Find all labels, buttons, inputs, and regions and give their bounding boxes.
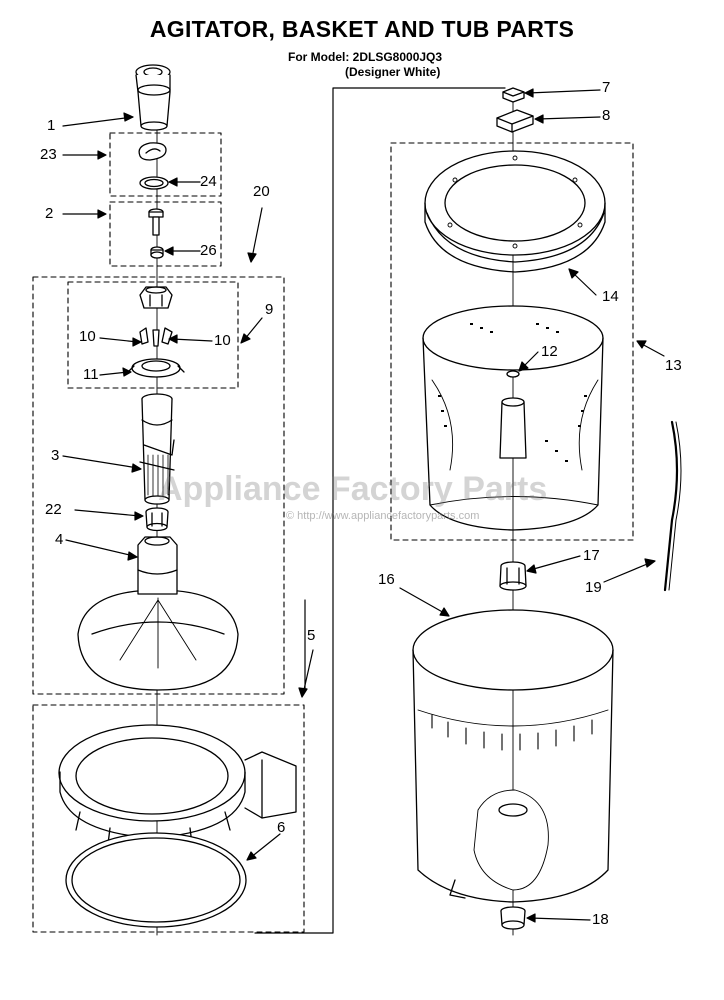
group-box-23 (109, 132, 222, 197)
part-14-balance-ring (424, 150, 606, 273)
callout-7: 7 (602, 79, 611, 96)
callout-20: 20 (253, 183, 270, 200)
group-box-13 (390, 142, 634, 541)
callout-4: 4 (55, 531, 64, 548)
callout-13: 13 (665, 357, 682, 374)
part-3-agitator-auger (139, 393, 175, 505)
group-box-20 (32, 276, 285, 695)
watermark-brand: Appliance Factory Parts (158, 470, 548, 508)
part-19-hose (663, 420, 682, 592)
part-11-retainer (127, 358, 185, 378)
group-box-9 (67, 281, 239, 389)
callout-19: 19 (585, 579, 602, 596)
part-23-clip (138, 142, 167, 161)
group-boxes (32, 132, 634, 933)
assembly-connector-line (254, 87, 506, 934)
callout-17: 17 (583, 547, 600, 564)
part-5-tub-ring (58, 724, 297, 845)
callout-5: 5 (307, 627, 316, 644)
callout-23: 23 (40, 146, 57, 163)
callout-12: 12 (541, 343, 558, 360)
callout-10-left: 10 (79, 328, 96, 345)
callout-1: 1 (47, 117, 56, 134)
callout-22: 22 (45, 501, 62, 518)
watermark-url: © http://www.appliancefactoryparts.com (286, 510, 480, 522)
part-16-outer-tub (412, 609, 614, 903)
part-18-nut (500, 906, 526, 930)
page-title: AGITATOR, BASKET AND TUB PARTS (149, 16, 575, 42)
color-variant: (Designer White) (345, 65, 441, 79)
callout-3: 3 (51, 447, 60, 464)
callout-24: 24 (200, 173, 217, 190)
callout-14: 14 (602, 288, 619, 305)
callout-2: 2 (45, 205, 54, 222)
part-6-seal (65, 832, 247, 928)
part-17-bearing (499, 561, 527, 591)
callout-6: 6 (277, 819, 286, 836)
callout-16: 16 (378, 571, 395, 588)
part-7-nut (502, 87, 525, 103)
part-1-agitator-cap (135, 64, 171, 131)
part-24-washer (139, 176, 169, 190)
callout-9: 9 (265, 301, 274, 318)
callout-10-right: 10 (214, 332, 231, 349)
part-2-bolt (148, 208, 164, 236)
part-4-agitator-base (77, 536, 239, 691)
group-box-5 (32, 704, 305, 933)
part-26-nut (150, 246, 164, 259)
callout-8: 8 (602, 107, 611, 124)
callout-11: 11 (83, 366, 99, 383)
part-8-bracket (496, 109, 534, 133)
group-box-2 (109, 201, 222, 267)
part-9-cam-assembly (139, 286, 173, 309)
model-number: For Model: 2DLSG8000JQ3 (288, 50, 443, 64)
callout-26: 26 (200, 242, 217, 259)
part-13-spin-basket (422, 305, 604, 531)
part-22-coupling (145, 507, 169, 532)
part-10-dogs (139, 327, 173, 347)
leader-arrows (62, 88, 665, 923)
callout-18: 18 (592, 911, 609, 928)
